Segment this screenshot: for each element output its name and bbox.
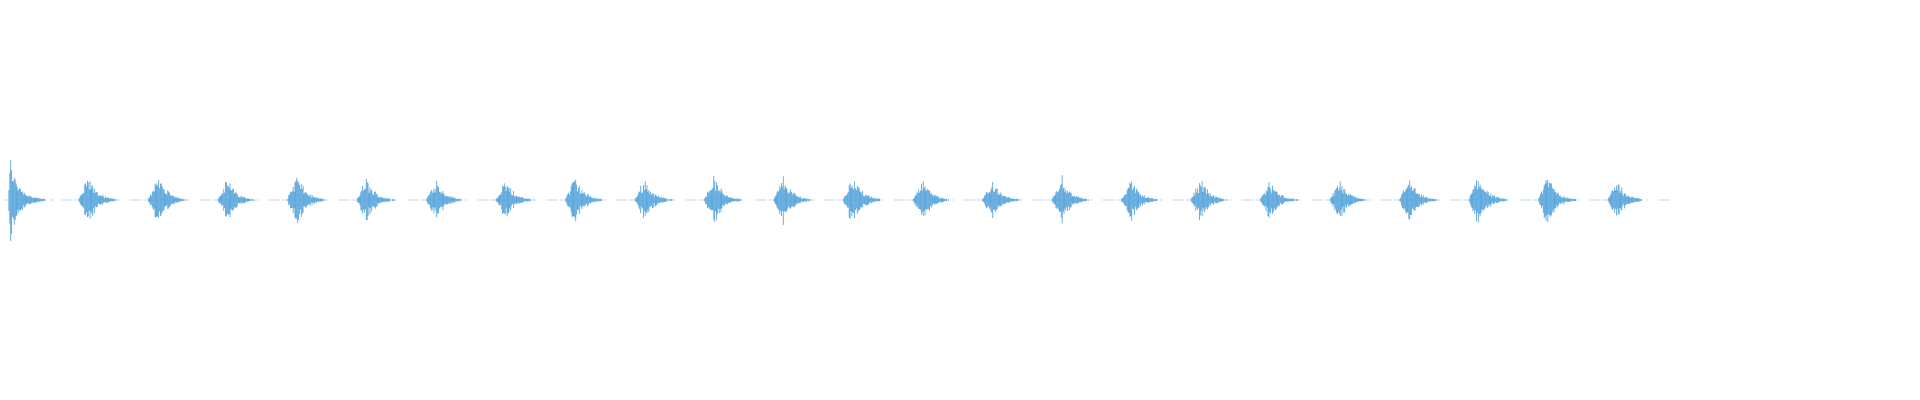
waveform-burst: [1185, 181, 1253, 221]
waveform-burst: [282, 177, 350, 223]
waveform-burst: [768, 176, 836, 225]
waveform-burst: [1394, 180, 1462, 220]
waveform-burst: [351, 178, 419, 221]
waveform-burst: [1116, 181, 1184, 221]
waveform-burst: [143, 180, 211, 219]
waveform-burst: [977, 181, 1045, 219]
waveform-burst: [421, 180, 489, 218]
waveform-burst: [560, 179, 628, 222]
waveform-layer: [4, 160, 1670, 242]
waveform-burst: [1324, 181, 1392, 217]
waveform-burst: [629, 181, 697, 218]
waveform-burst: [4, 160, 72, 242]
waveform-burst: [490, 183, 558, 217]
waveform-burst: [1602, 184, 1670, 216]
waveform-burst: [212, 181, 280, 218]
waveform-burst: [73, 180, 141, 219]
waveform-burst: [1046, 175, 1114, 224]
waveform-burst: [838, 181, 906, 219]
waveform-burst: [1463, 180, 1531, 223]
waveform-burst: [1255, 182, 1323, 218]
waveform-burst: [699, 175, 767, 222]
waveform-burst: [1533, 179, 1601, 223]
waveform-burst: [907, 181, 975, 216]
